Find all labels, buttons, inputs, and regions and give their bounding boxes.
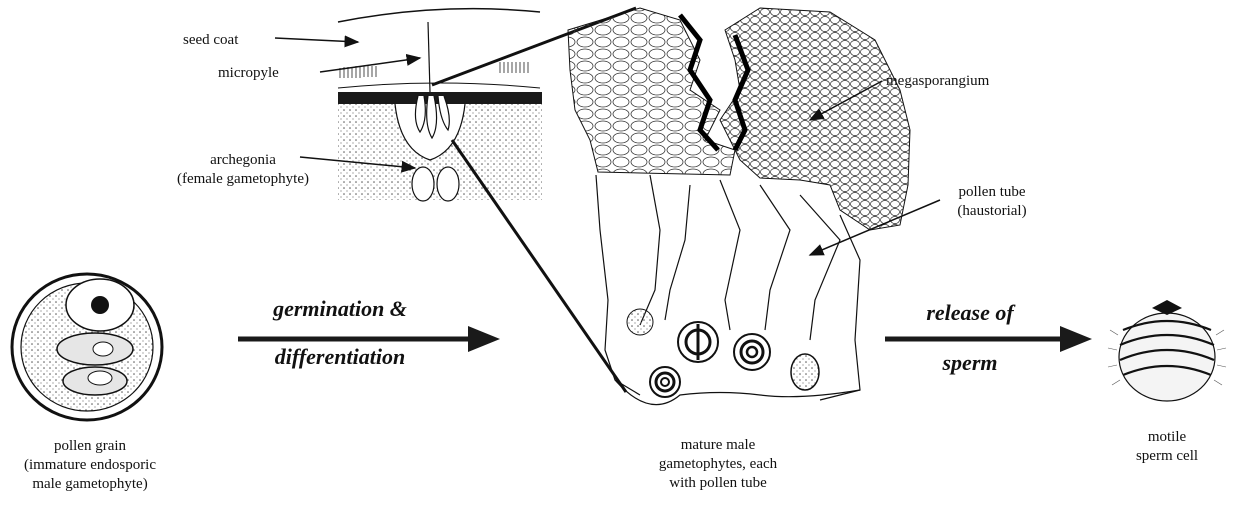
caption-mature-male: mature male: [681, 437, 756, 453]
caption-sperm-cell: sperm cell: [1136, 448, 1198, 464]
pollen-grain: [12, 274, 162, 420]
label-differentiation: differentiation: [275, 344, 405, 369]
arrow-release: [885, 326, 1092, 352]
label-micropyle: micropyle: [218, 65, 279, 81]
label-sperm: sperm: [942, 350, 998, 375]
caption-immature: (immature endosporic: [24, 457, 156, 473]
caption-male-gametophyte: male gametophyte): [32, 476, 147, 492]
label-megasporangium: megasporangium: [886, 73, 990, 89]
caption-pollen-grain: pollen grain: [54, 438, 127, 454]
label-haustorial: (haustorial): [957, 203, 1026, 219]
megasporangium-section: [568, 8, 910, 405]
label-germination: germination &: [272, 296, 407, 321]
label-female-gametophyte: (female gametophyte): [177, 171, 309, 187]
label-archegonia: archegonia: [210, 152, 276, 168]
arrow-micropyle: [320, 58, 420, 72]
sperm-cell: [1108, 300, 1226, 401]
label-seed-coat: seed coat: [183, 32, 239, 48]
archegonium-left: [412, 167, 434, 201]
archegonium-right: [437, 167, 459, 201]
caption-motile: motile: [1148, 429, 1187, 445]
caption-gametophytes-each: gametophytes, each: [659, 456, 778, 472]
label-release-of: release of: [926, 300, 1016, 325]
label-pollen-tube: pollen tube: [958, 184, 1025, 200]
caption-with-pollen-tube: with pollen tube: [669, 475, 767, 491]
ovule-inset: [338, 9, 542, 201]
arrow-seed-coat: [275, 38, 358, 42]
